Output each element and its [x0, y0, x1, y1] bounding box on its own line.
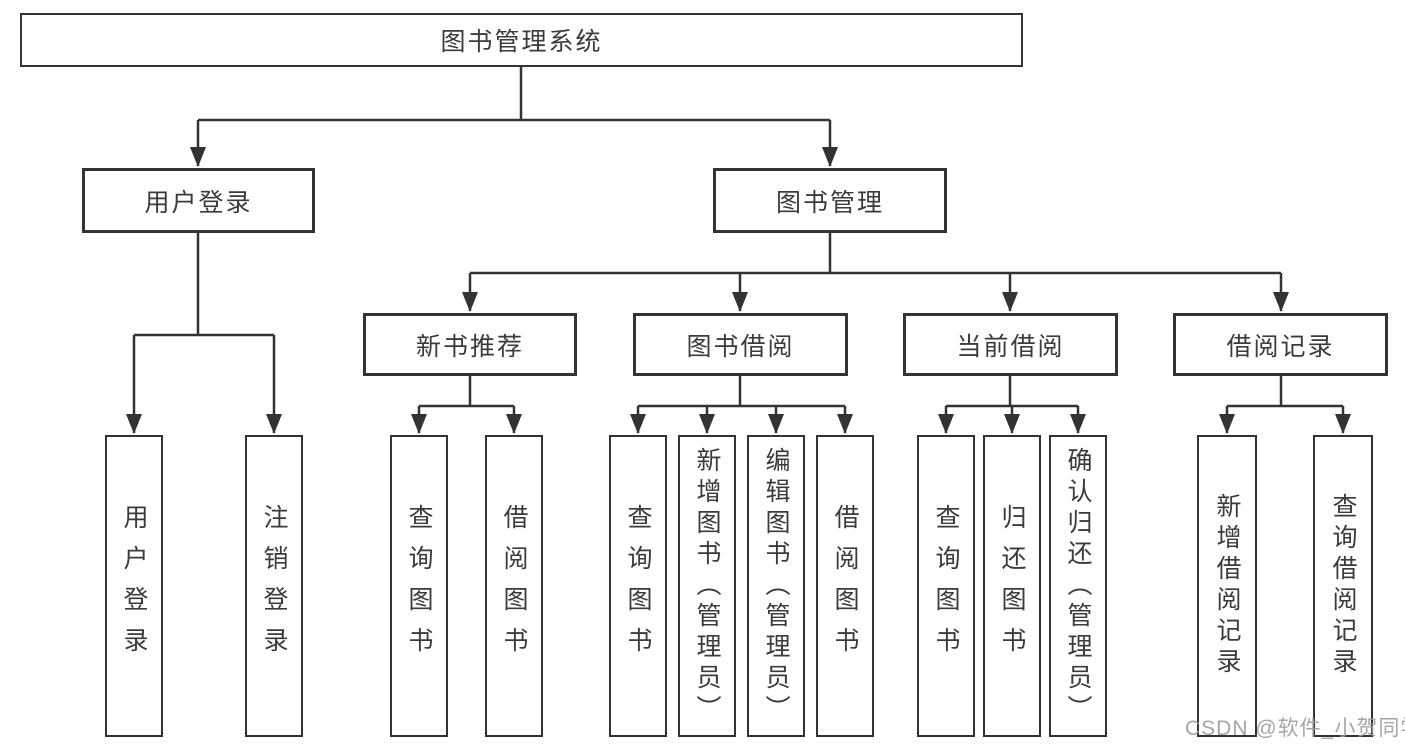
- node-new-book-recommendation: 新书推荐: [363, 313, 577, 376]
- node-book-borrowing: 图书借阅: [633, 313, 848, 376]
- leaf-borrowing-query-books: 查询图书: [609, 435, 667, 737]
- leaf-borrowing-borrow-books: 借阅图书: [816, 435, 874, 737]
- node-root: 图书管理系统: [20, 13, 1023, 67]
- node-user-login: 用户登录: [82, 168, 315, 233]
- leaf-current-return-books: 归还图书: [983, 435, 1041, 737]
- node-book-management: 图书管理: [713, 168, 947, 233]
- leaf-borrowing-edit-books-admin: 编辑图书（管理员）: [747, 435, 805, 737]
- leaf-current-query-books: 查询图书: [917, 435, 975, 737]
- leaf-records-query-record: 查询借阅记录: [1313, 435, 1373, 737]
- leaf-recommend-borrow-books: 借阅图书: [485, 435, 543, 737]
- node-borrowing-records: 借阅记录: [1173, 313, 1388, 376]
- node-current-borrowing: 当前借阅: [903, 313, 1118, 376]
- leaf-user-login: 用户登录: [105, 435, 163, 737]
- leaf-borrowing-add-books-admin: 新增图书（管理员）: [678, 435, 736, 737]
- leaf-logout-login: 注销登录: [245, 435, 303, 737]
- watermark: CSDN @软件_小贺同学: [1185, 717, 1405, 740]
- leaf-current-confirm-return-admin: 确认归还（管理员）: [1049, 435, 1107, 737]
- leaf-recommend-query-books: 查询图书: [390, 435, 448, 737]
- leaf-records-add-record: 新增借阅记录: [1197, 435, 1257, 737]
